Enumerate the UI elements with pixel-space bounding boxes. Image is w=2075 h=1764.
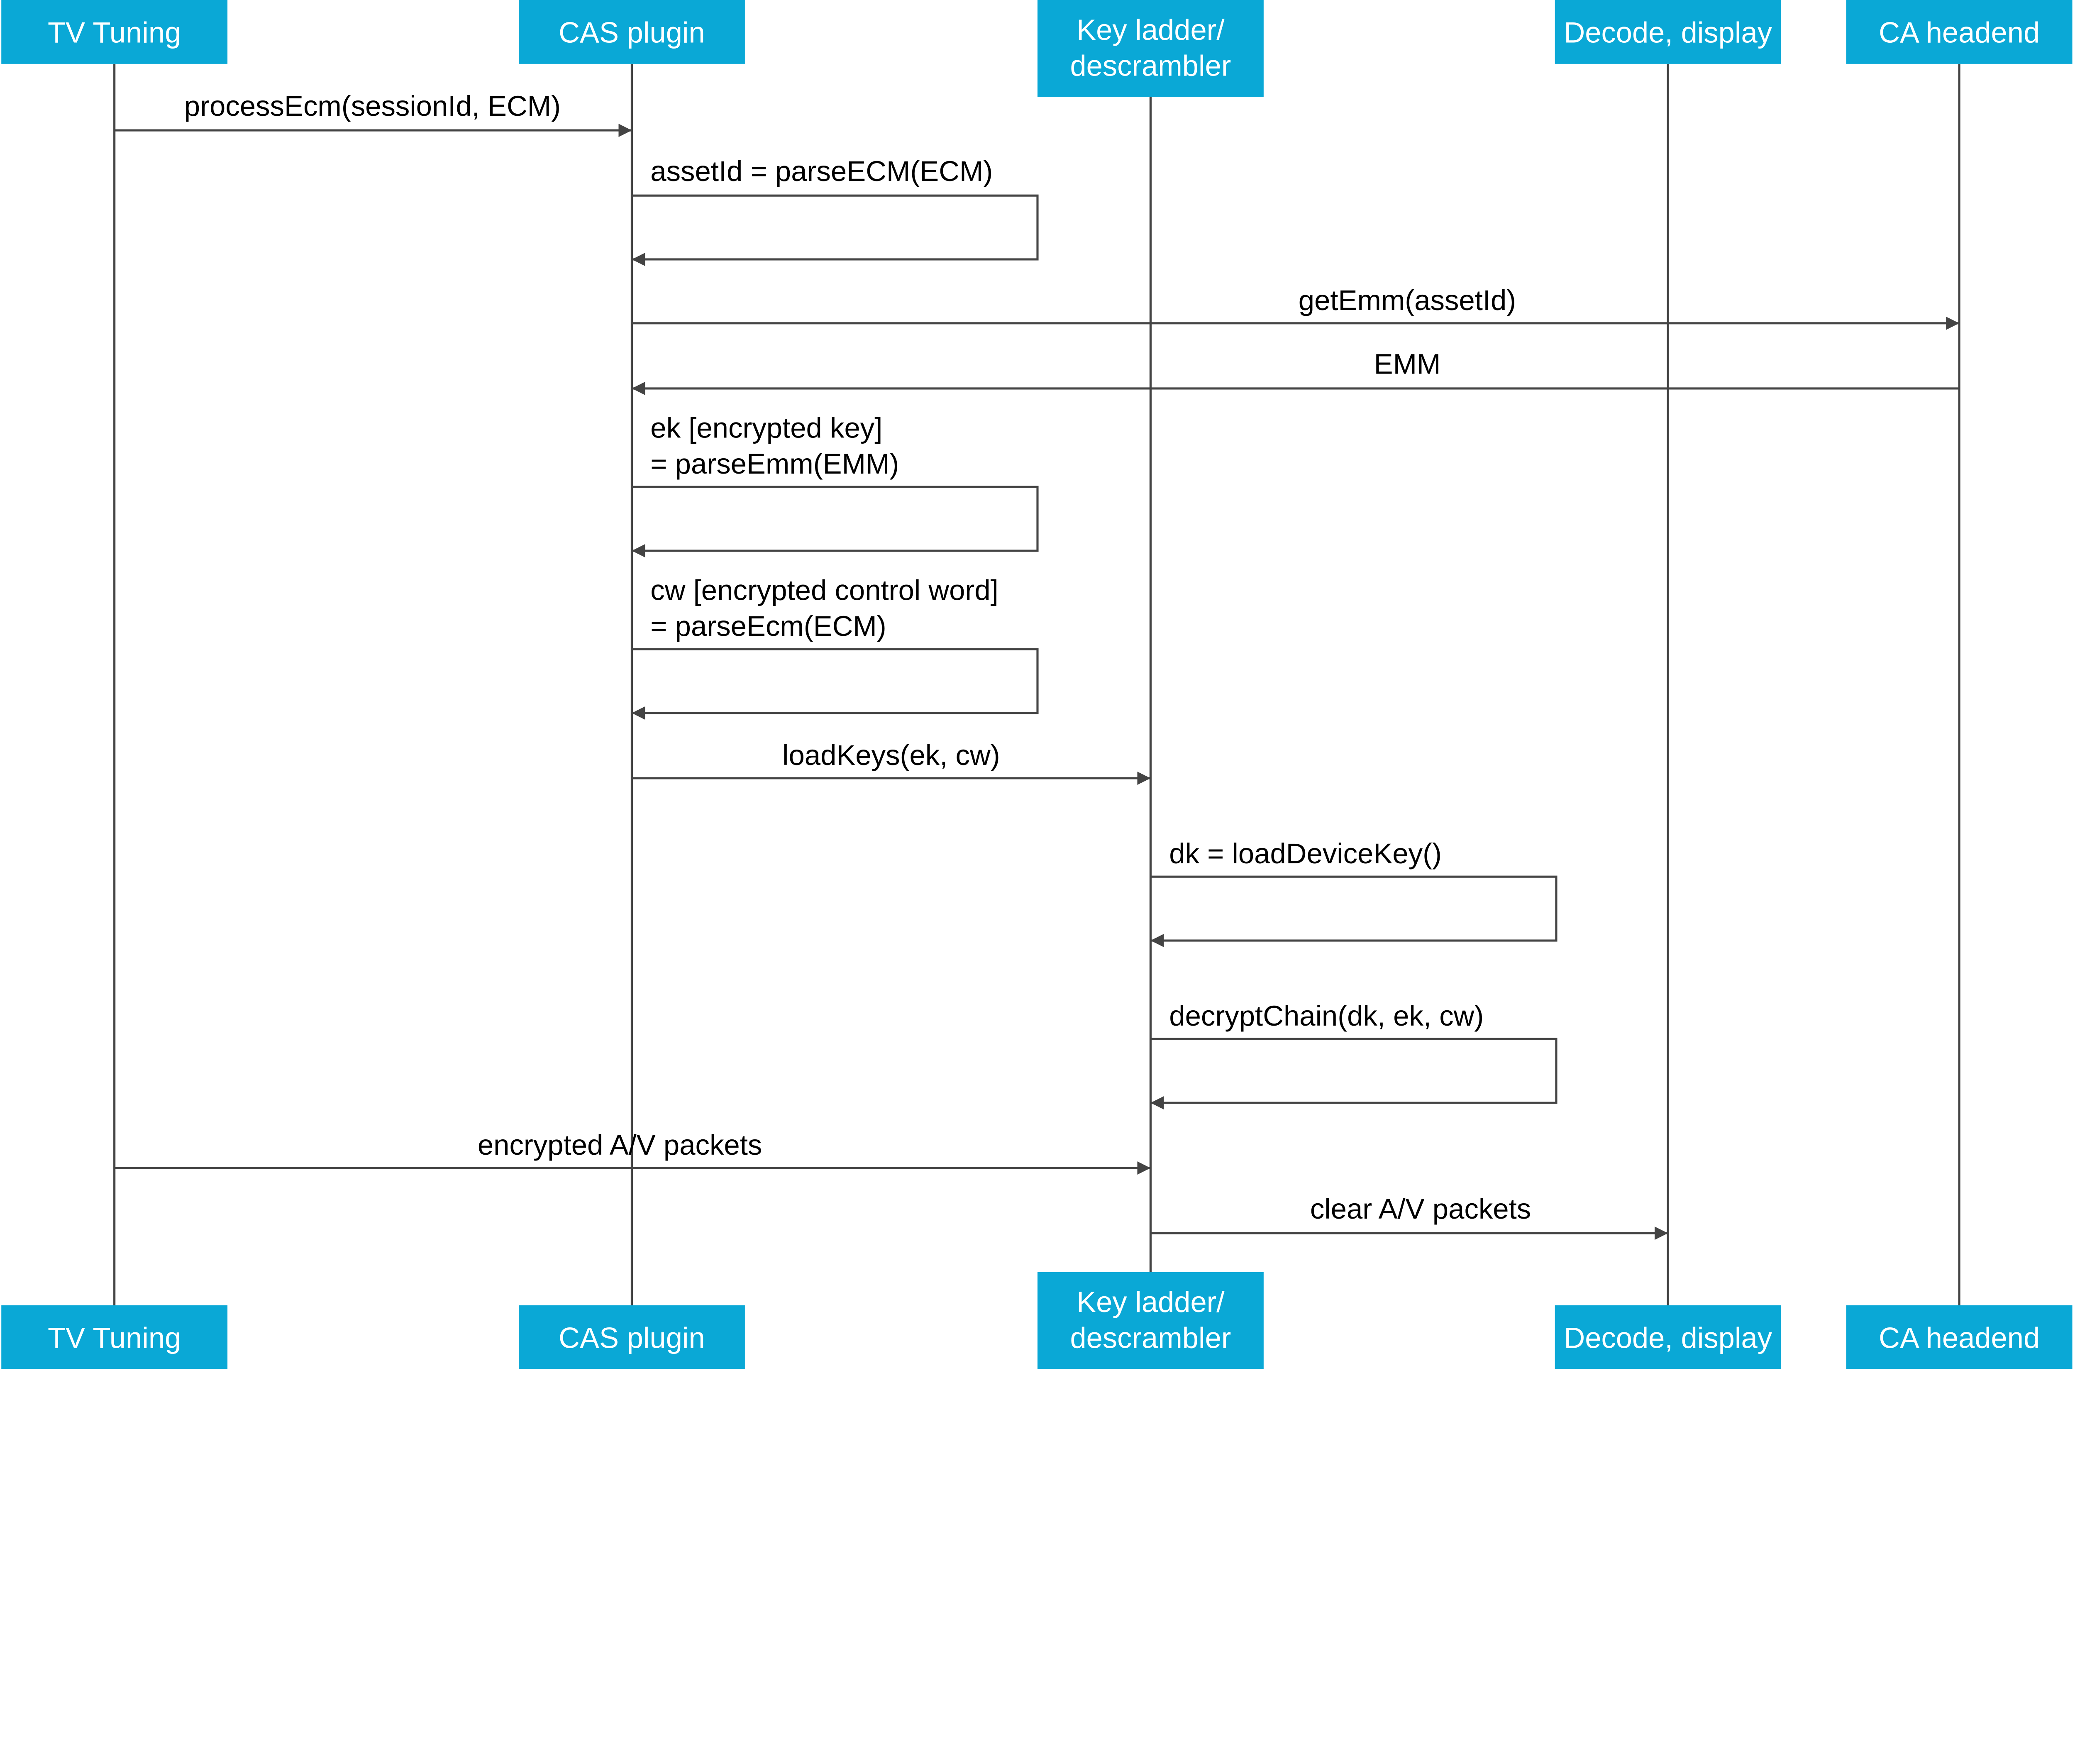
messages: processEcm(sessionId, ECM) assetId = pars…	[114, 90, 1960, 1240]
message-label: getEmm(assetId)	[1299, 284, 1516, 316]
message-11: clear A/V packets	[1150, 1193, 1668, 1240]
participant-label: descrambler	[1070, 49, 1231, 82]
participant-label: Decode, display	[1564, 1321, 1772, 1354]
self-call-arrow	[632, 648, 1039, 720]
message-5: ek [encrypted key] = parseEmm(EMM)	[632, 412, 1039, 557]
message-label: EMM	[1374, 348, 1441, 380]
message-label: processEcm(sessionId, ECM)	[184, 90, 561, 122]
participant-box	[1846, 1305, 2073, 1369]
message-label: = parseEcm(ECM)	[650, 610, 886, 642]
participant-ca-top: CA headend	[1846, 0, 2073, 64]
participant-label: Key ladder/	[1077, 13, 1225, 46]
message-4: EMM	[632, 348, 1960, 395]
message-3: getEmm(assetId)	[632, 284, 1960, 330]
participant-label: CAS plugin	[559, 1321, 705, 1354]
participant-label: CA headend	[1879, 1321, 2040, 1354]
participant-label: Key ladder/	[1077, 1285, 1225, 1318]
participant-box	[1037, 0, 1264, 97]
message-7: loadKeys(ek, cw)	[632, 739, 1151, 785]
message-label: cw [encrypted control word]	[650, 574, 998, 606]
participant-box	[518, 0, 745, 64]
message-label: clear A/V packets	[1310, 1193, 1531, 1225]
message-1: processEcm(sessionId, ECM)	[114, 90, 632, 137]
participant-box	[1846, 0, 2073, 64]
message-label: assetId = parseECM(ECM)	[650, 155, 993, 187]
participant-label: TV Tuning	[48, 16, 181, 49]
self-call-arrow	[1150, 1038, 1557, 1110]
participant-box	[1, 1305, 228, 1369]
participant-label: CA headend	[1879, 16, 2040, 49]
message-label: loadKeys(ek, cw)	[782, 739, 1000, 771]
participant-key-bottom: Key ladder/descrambler	[1037, 1272, 1264, 1369]
sequence-diagram: processEcm(sessionId, ECM) assetId = pars…	[1, 0, 2073, 1369]
participant-label: CAS plugin	[559, 16, 705, 49]
participant-decode-top: Decode, display	[1555, 0, 1781, 64]
participant-tv-top: TV Tuning	[1, 0, 228, 64]
message-label: encrypted A/V packets	[478, 1129, 762, 1161]
participant-label: Decode, display	[1564, 16, 1772, 49]
message-label: = parseEmm(EMM)	[650, 448, 899, 480]
participant-label: descrambler	[1070, 1321, 1231, 1354]
message-8: dk = loadDeviceKey()	[1150, 838, 1557, 948]
participant-cas-top: CAS plugin	[518, 0, 745, 64]
self-call-arrow	[632, 194, 1039, 266]
message-label: decryptChain(dk, ek, cw)	[1169, 1000, 1484, 1032]
participant-box	[1555, 0, 1781, 64]
message-6: cw [encrypted control word] = parseEcm(EC…	[632, 574, 1039, 720]
participant-box	[1555, 1305, 1781, 1369]
message-10: encrypted A/V packets	[114, 1129, 1151, 1175]
participant-box	[1037, 1272, 1264, 1369]
participant-ca-bottom: CA headend	[1846, 1305, 2073, 1369]
message-9: decryptChain(dk, ek, cw)	[1150, 1000, 1557, 1110]
message-label: ek [encrypted key]	[650, 412, 882, 444]
lifelines	[113, 64, 1960, 1305]
message-label: dk = loadDeviceKey()	[1169, 838, 1442, 870]
participant-decode-bottom: Decode, display	[1555, 1305, 1781, 1369]
participant-label: TV Tuning	[48, 1321, 181, 1354]
participant-box	[518, 1305, 745, 1369]
participant-key-top: Key ladder/descrambler	[1037, 0, 1264, 97]
self-call-arrow	[632, 486, 1039, 557]
participant-cas-bottom: CAS plugin	[518, 1305, 745, 1369]
participant-tv-bottom: TV Tuning	[1, 1305, 228, 1369]
message-2: assetId = parseECM(ECM)	[632, 155, 1039, 266]
participant-box	[1, 0, 228, 64]
self-call-arrow	[1150, 875, 1557, 948]
